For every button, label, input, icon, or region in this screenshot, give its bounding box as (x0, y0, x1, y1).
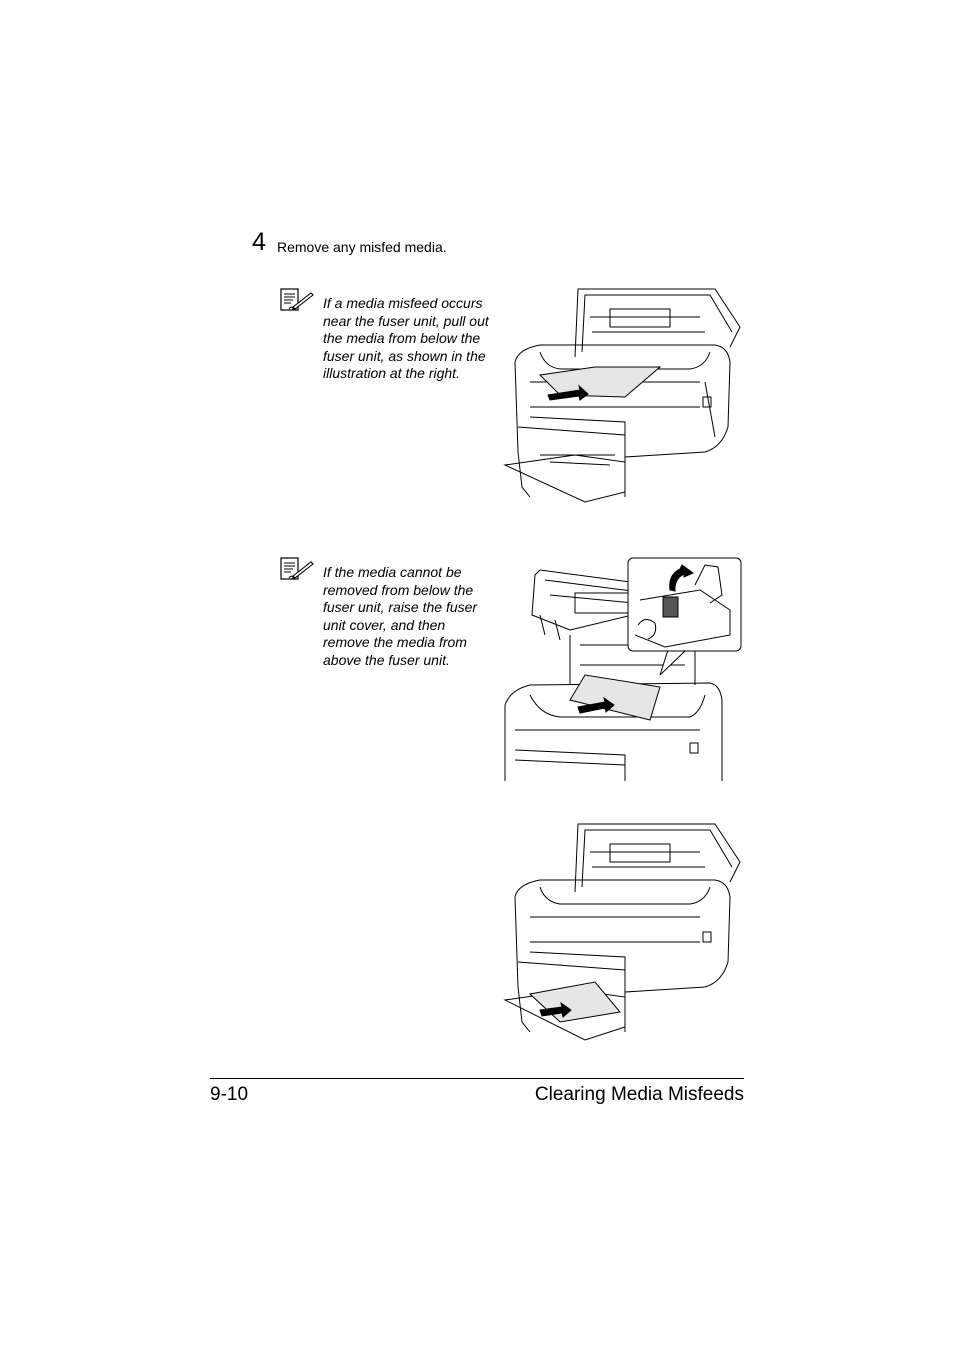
note-pencil-icon (279, 556, 315, 582)
step-instruction: Remove any misfed media. (277, 239, 447, 255)
chapter-title: Clearing Media Misfeeds (534, 1084, 744, 1105)
note-pencil-icon (279, 287, 315, 313)
footer-divider (210, 1078, 744, 1079)
printer-output-tray-icon (500, 822, 750, 1047)
note-text: If the media cannot be removed from belo… (323, 564, 478, 668)
step-number: 4 (252, 228, 266, 256)
note-text: If a media misfeed occurs near the fuser… (323, 295, 489, 382)
printer-fuser-open-icon (500, 287, 750, 507)
page-number: 9-10 (210, 1084, 249, 1105)
printer-fuser-cover-raised-icon (500, 555, 745, 783)
